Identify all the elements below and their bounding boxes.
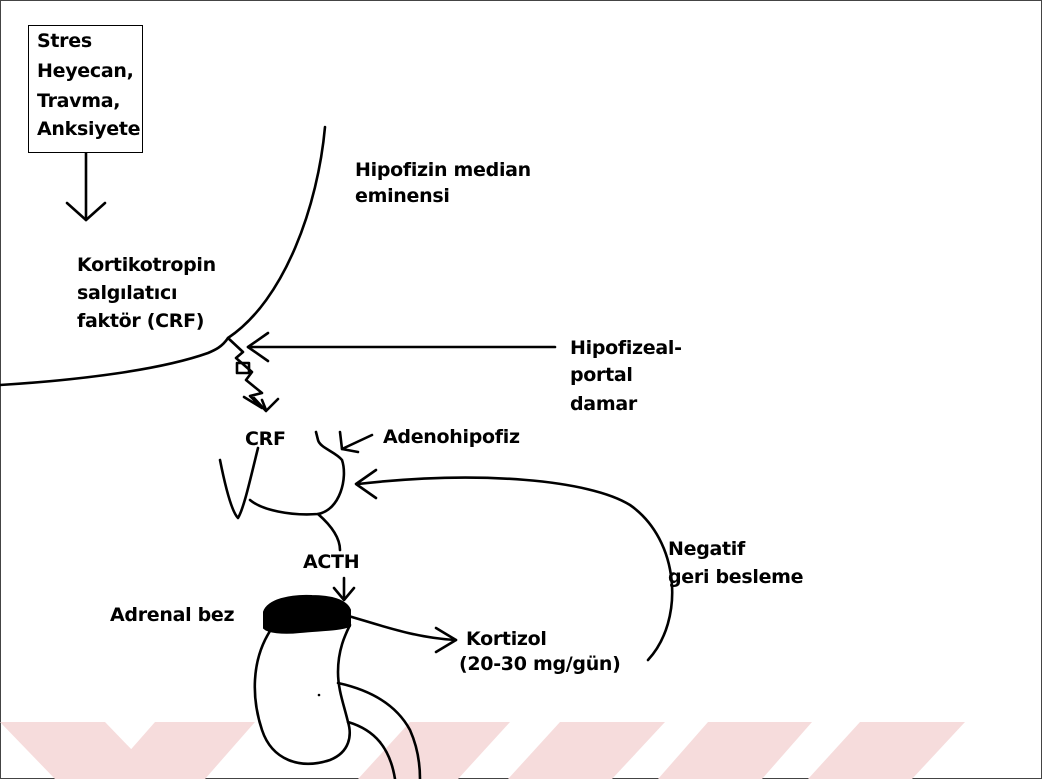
acth-label: ACTH (303, 549, 359, 575)
cortisol-arrow (345, 615, 456, 652)
portal-vessel-label-3: damar (570, 391, 637, 417)
median-eminence-label-2: eminensi (355, 183, 450, 209)
adenohypophysis-label: Adenohipofiz (383, 424, 520, 450)
kidney-dot (318, 694, 321, 697)
negative-feedback-label-1: Negatif (668, 536, 745, 562)
stress-label-4: Anksiyete (37, 116, 140, 142)
crf-factor-label-1: Kortikotropin (77, 252, 216, 278)
crf-factor-label-2: salgılatıcı (77, 280, 177, 306)
crf-label: CRF (245, 426, 286, 452)
adrenal-gland-label: Adrenal bez (110, 602, 234, 628)
pituitary-left-lobe (220, 448, 258, 518)
kidney-outline (255, 625, 350, 764)
cortisol-label-2: (20-30 mg/gün) (459, 651, 621, 677)
portal-vessel-arrow (248, 333, 555, 361)
adrenal-gland-shape (264, 596, 350, 633)
portal-vessel-label-1: Hipofizeal- (570, 335, 682, 361)
negative-feedback-label-2: geri besleme (668, 564, 803, 590)
acth-arrow (334, 578, 354, 600)
crf-factor-label-3: faktör (CRF) (77, 308, 204, 334)
portal-vessel-label-2: portal (570, 362, 633, 388)
stress-label-3: Travma, (37, 88, 120, 114)
median-eminence-label-1: Hipofizin median (355, 157, 531, 183)
cortisol-label-1: Kortizol (466, 626, 547, 652)
adenohypophysis-arrow (340, 432, 372, 452)
stress-label-2: Heyecan, (37, 58, 134, 84)
pituitary-stalk (318, 514, 340, 550)
stress-label-1: Stres (37, 28, 92, 54)
stress-arrow (67, 152, 105, 220)
watermark-stripes (0, 722, 965, 779)
